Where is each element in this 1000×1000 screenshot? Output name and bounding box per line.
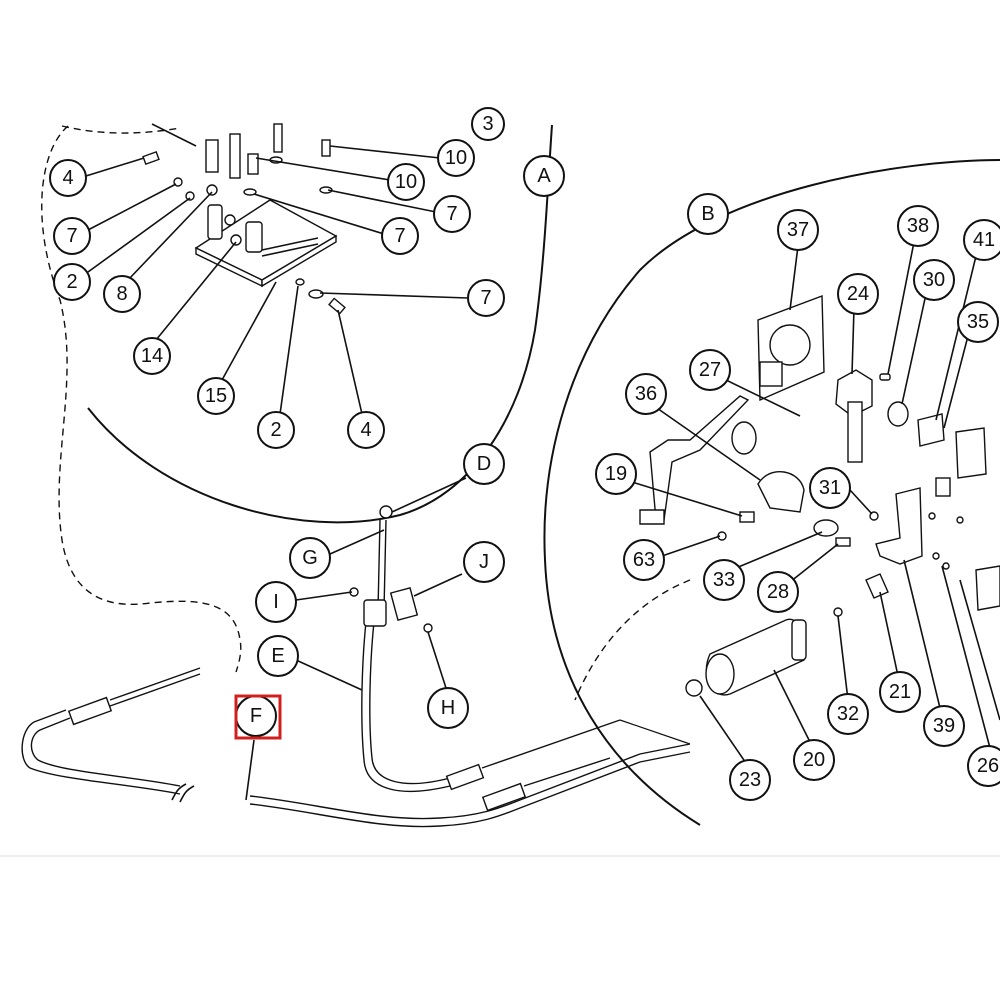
svg-text:2: 2 xyxy=(270,419,281,441)
callout-E: E xyxy=(257,635,299,677)
callout-27: 27 xyxy=(689,349,731,391)
svg-text:7: 7 xyxy=(66,225,77,247)
callout-41: 41 xyxy=(963,219,1000,261)
svg-text:10: 10 xyxy=(395,171,417,193)
svg-text:8: 8 xyxy=(116,283,127,305)
detail-a-leaders xyxy=(85,123,469,415)
svg-text:20: 20 xyxy=(803,749,825,771)
detail-a-outline xyxy=(87,124,553,524)
callouts: 4 7 2 8 14 15 2 4 10 10 7 7 7 3 A B D G … xyxy=(49,107,1000,801)
svg-text:63: 63 xyxy=(633,549,655,571)
svg-text:J: J xyxy=(479,551,489,573)
callout-8: 8 xyxy=(103,275,141,313)
cable-assembly xyxy=(21,477,691,828)
callout-30: 30 xyxy=(913,259,955,301)
callout-10-b: 10 xyxy=(387,163,425,201)
svg-text:24: 24 xyxy=(847,283,869,305)
svg-text:F: F xyxy=(250,705,262,727)
callout-7-c: 7 xyxy=(381,217,419,255)
svg-text:4: 4 xyxy=(360,419,371,441)
callout-2-b: 2 xyxy=(257,411,295,449)
callout-4-b: 4 xyxy=(347,411,385,449)
svg-text:26: 26 xyxy=(977,755,999,777)
detail-a-dashed-inner xyxy=(61,125,181,134)
callout-B: B xyxy=(687,193,729,235)
svg-text:35: 35 xyxy=(967,311,989,333)
svg-text:7: 7 xyxy=(480,287,491,309)
callout-21: 21 xyxy=(879,671,921,713)
callout-32: 32 xyxy=(827,693,869,735)
detail-a-dashed-boundary xyxy=(41,125,242,673)
callout-7-b: 7 xyxy=(433,195,471,233)
callout-3: 3 xyxy=(471,107,505,141)
callout-39: 39 xyxy=(923,705,965,747)
svg-text:I: I xyxy=(273,591,279,613)
callout-I: I xyxy=(255,581,297,623)
callout-2-a: 2 xyxy=(53,263,91,301)
callout-63: 63 xyxy=(623,539,665,581)
svg-text:19: 19 xyxy=(605,463,627,485)
callout-7-d: 7 xyxy=(467,279,505,317)
svg-text:21: 21 xyxy=(889,681,911,703)
svg-text:39: 39 xyxy=(933,715,955,737)
callout-23: 23 xyxy=(729,759,771,801)
svg-text:38: 38 xyxy=(907,215,929,237)
svg-text:E: E xyxy=(271,645,284,667)
svg-text:33: 33 xyxy=(713,569,735,591)
svg-text:23: 23 xyxy=(739,769,761,791)
callout-20: 20 xyxy=(793,739,835,781)
callout-33: 33 xyxy=(703,559,745,601)
svg-text:10: 10 xyxy=(445,147,467,169)
callout-31: 31 xyxy=(809,467,851,509)
svg-text:37: 37 xyxy=(787,219,809,241)
svg-text:B: B xyxy=(701,203,714,225)
svg-text:3: 3 xyxy=(482,113,493,135)
svg-text:7: 7 xyxy=(446,203,457,225)
detail-b-leaders xyxy=(631,241,1000,767)
svg-text:27: 27 xyxy=(699,359,721,381)
callout-4-a: 4 xyxy=(49,159,87,197)
svg-text:7: 7 xyxy=(394,225,405,247)
svg-text:36: 36 xyxy=(635,383,657,405)
svg-text:15: 15 xyxy=(205,385,227,407)
svg-text:4: 4 xyxy=(62,167,73,189)
callout-H: H xyxy=(427,687,469,729)
svg-text:32: 32 xyxy=(837,703,859,725)
callout-38: 38 xyxy=(897,205,939,247)
svg-text:41: 41 xyxy=(973,229,995,251)
callout-28: 28 xyxy=(757,571,799,613)
callout-15: 15 xyxy=(197,377,235,415)
svg-text:14: 14 xyxy=(141,345,163,367)
svg-text:28: 28 xyxy=(767,581,789,603)
callout-35: 35 xyxy=(957,301,999,343)
callout-26: 26 xyxy=(967,745,1000,787)
mounting-plate-assembly xyxy=(142,123,346,315)
svg-text:D: D xyxy=(477,453,491,475)
callout-36: 36 xyxy=(625,373,667,415)
detail-b-dashed-link xyxy=(574,579,691,701)
svg-text:G: G xyxy=(302,547,318,569)
callout-24: 24 xyxy=(837,273,879,315)
svg-text:31: 31 xyxy=(819,477,841,499)
svg-text:A: A xyxy=(537,165,551,187)
callout-J: J xyxy=(463,541,505,583)
svg-text:H: H xyxy=(441,697,455,719)
callout-37: 37 xyxy=(777,209,819,251)
svg-text:2: 2 xyxy=(66,271,77,293)
callout-7-a: 7 xyxy=(53,217,91,255)
svg-text:30: 30 xyxy=(923,269,945,291)
callout-14: 14 xyxy=(133,337,171,375)
callout-F: F xyxy=(235,695,277,737)
callout-19: 19 xyxy=(595,453,637,495)
callout-A: A xyxy=(523,155,565,197)
callout-D: D xyxy=(463,443,505,485)
detail-b-parts xyxy=(639,294,1000,697)
callout-10-a: 10 xyxy=(437,139,475,177)
highlight-box-f xyxy=(234,694,282,740)
detail-b-outline xyxy=(543,159,1000,826)
callout-G: G xyxy=(289,537,331,579)
